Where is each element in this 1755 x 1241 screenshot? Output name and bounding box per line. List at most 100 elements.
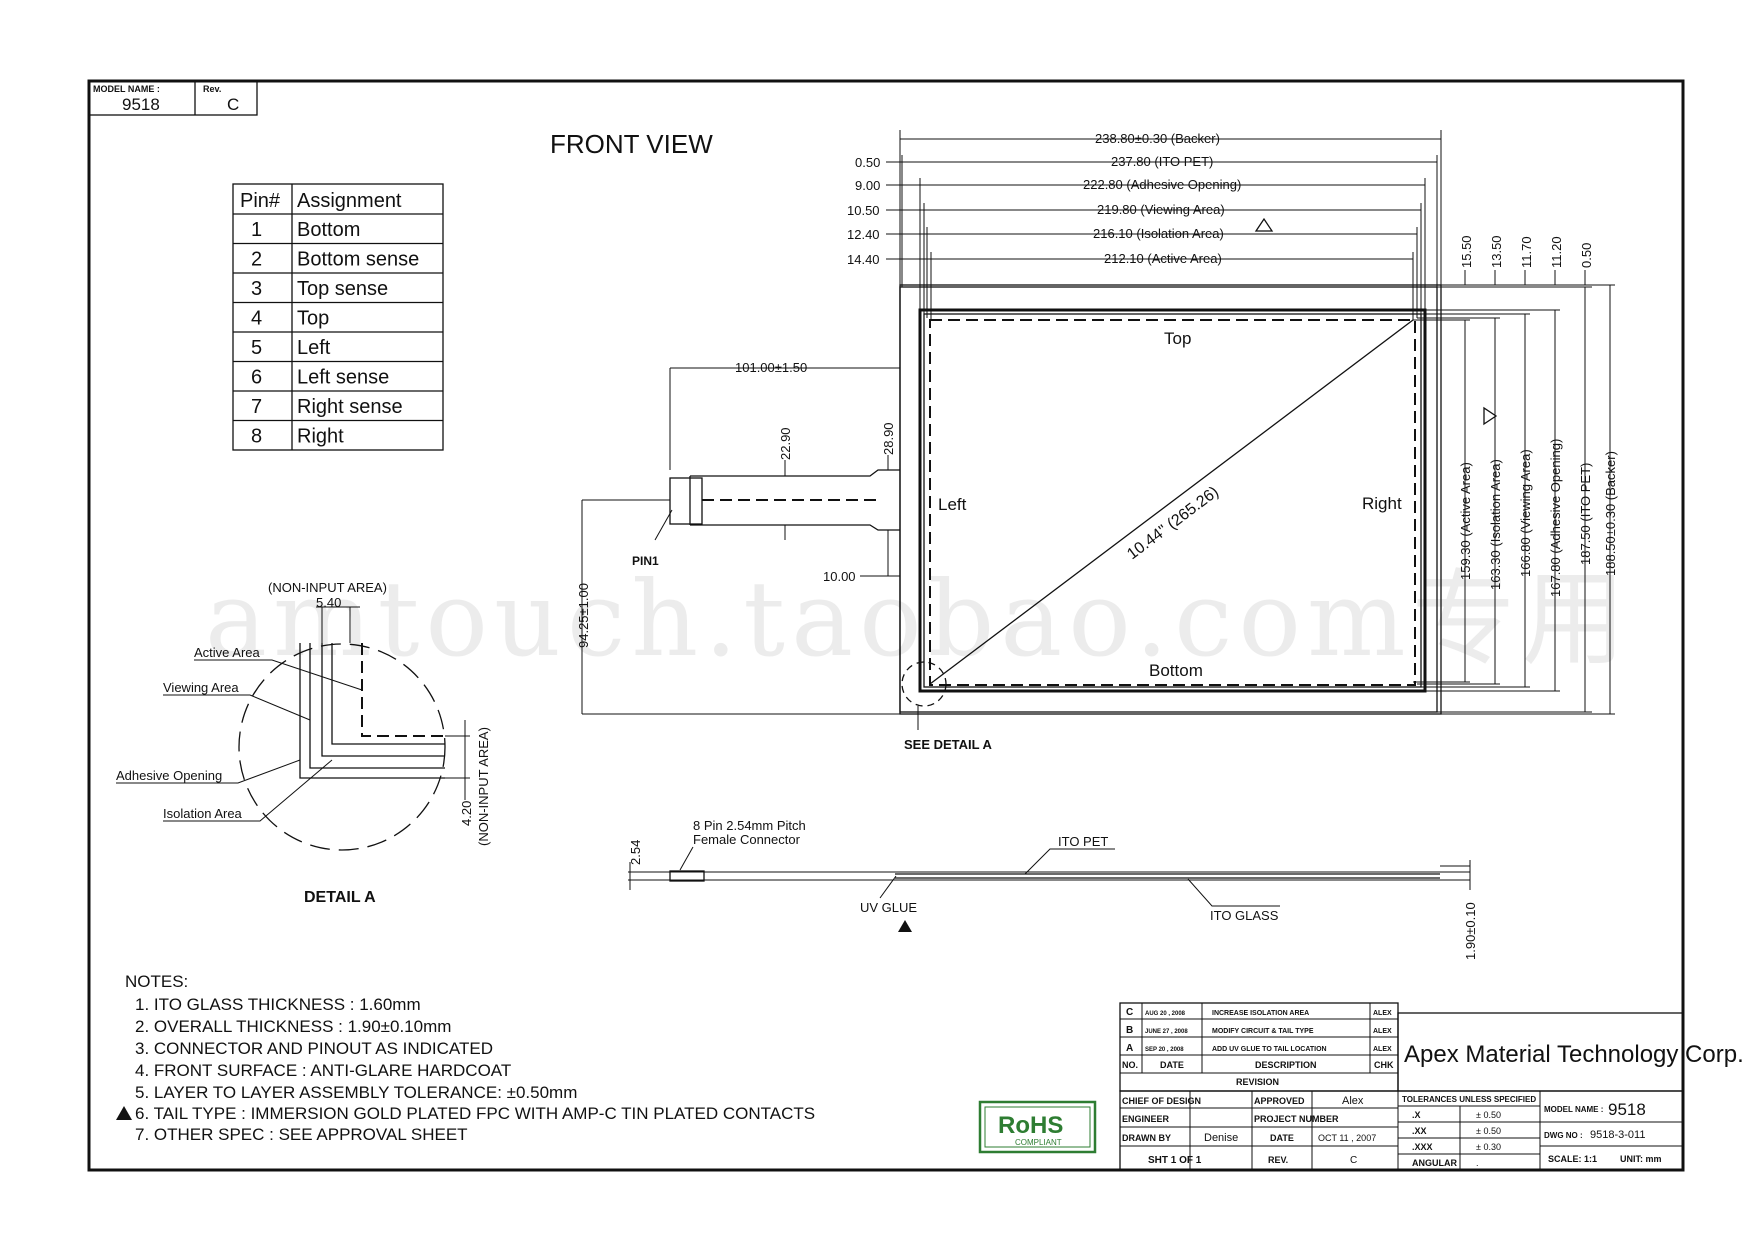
offset-3: 12.40 [847, 227, 880, 242]
tol-key: .X [1412, 1110, 1421, 1120]
dwg-label: DWG NO : [1544, 1131, 1583, 1140]
side-uvglue-label: UV GLUE [860, 900, 917, 915]
pin-number: 8 [251, 426, 262, 448]
rev-a-triangle [898, 920, 912, 932]
rev-title: REVISION [1236, 1077, 1279, 1087]
pin-number: 6 [251, 367, 262, 389]
detail-circle [901, 661, 947, 707]
rev-row-no: A [1126, 1043, 1133, 1054]
dim-adhesive-width: 222.80 (Adhesive Opening) [1083, 177, 1241, 192]
offset-2: 10.50 [847, 203, 880, 218]
fpc-tail: 101.00±1.50 22.90 28.90 10.00 PIN1 94.25… [576, 360, 900, 715]
detail-a: (NON-INPUT AREA) 5.40 4.20 (NON-INPUT AR… [116, 580, 491, 906]
pin-number: 2 [251, 249, 262, 271]
pin-number: 7 [251, 396, 262, 418]
tol-value: ± 0.50 [1476, 1110, 1501, 1120]
diagonal-line [929, 319, 1414, 685]
detail-dim-top: 5.40 [316, 595, 341, 610]
r-offset-2: 11.70 [1519, 236, 1534, 268]
panel-bottom-label: Bottom [1149, 661, 1203, 680]
title-block: Apex Material Technology Corp. CHIEF OF … [1119, 1012, 1744, 1171]
right-dimensions: 159.30 (Active Area) 163.30 (Isolation A… [1413, 235, 1618, 715]
note-2: 2. OVERALL THICKNESS : 1.90±0.10mm [135, 1017, 451, 1036]
offset-0: 0.50 [855, 155, 880, 170]
detail-label-active: Active Area [194, 645, 261, 660]
rev-c-triangle-top [1254, 217, 1274, 232]
detail-non-input-side: (NON-INPUT AREA) [476, 727, 491, 846]
note-6: 6. TAIL TYPE : IMMERSION GOLD PLATED FPC… [135, 1104, 815, 1123]
r-offset-4: 0.50 [1579, 243, 1594, 268]
rohs-sub: COMPLIANT [1015, 1138, 1062, 1147]
pin-number: 1 [251, 219, 262, 241]
note-3: 3. CONNECTOR AND PINOUT AS INDICATED [135, 1039, 493, 1058]
scale-label: SCALE: 1:1 [1548, 1154, 1597, 1164]
model-value: 9518 [122, 95, 160, 114]
rev-row-chk: ALEX [1373, 1010, 1392, 1017]
pin-assignment: Top [297, 308, 329, 330]
dim-itopet-width: 237.80 (ITO PET) [1111, 154, 1213, 169]
company-name: Apex Material Technology Corp. [1404, 1041, 1744, 1068]
rev-row-chk: ALEX [1373, 1028, 1392, 1035]
rev-row-desc: MODIFY CIRCUIT & TAIL TYPE [1212, 1028, 1314, 1035]
panel-top-label: Top [1164, 329, 1191, 348]
dim-isolation-height: 163.30 (Isolation Area) [1488, 459, 1503, 590]
tail-width-1: 22.90 [778, 427, 793, 460]
drawn-value: Denise [1204, 1132, 1238, 1144]
note-4: 4. FRONT SURFACE : ANTI-GLARE HARDCOAT [135, 1061, 511, 1080]
pin-assignment: Right [297, 426, 344, 448]
r-offset-3: 11.20 [1549, 236, 1564, 268]
pin1-label: PIN1 [632, 554, 659, 568]
tail-width-2: 28.90 [881, 422, 896, 455]
tol-key: .XX [1412, 1126, 1427, 1136]
panel-front-view: 10.44" (265.26) Top Bottom Left Right SE… [899, 284, 1442, 752]
dim-viewing-height: 166.80 (Viewing Area) [1518, 449, 1533, 577]
pin-assignment: Bottom [297, 219, 360, 241]
rev-c-triangle-right [1483, 406, 1498, 426]
dim-isolation-width: 216.10 (Isolation Area) [1093, 226, 1224, 241]
panel-left-label: Left [938, 495, 967, 514]
dim-active-height: 159.30 (Active Area) [1458, 462, 1473, 580]
rev-row-no: B [1126, 1025, 1133, 1036]
approved-value: Alex [1342, 1095, 1364, 1107]
see-detail-label: SEE DETAIL A [904, 737, 992, 752]
detail-non-input-top: (NON-INPUT AREA) [268, 580, 387, 595]
side-connector-line1: 8 Pin 2.54mm Pitch [693, 818, 806, 833]
side-connector-line2: Female Connector [693, 832, 801, 847]
pin-number: 4 [251, 308, 262, 330]
date-label: DATE [1270, 1133, 1294, 1143]
rohs-logo: RoHS COMPLIANT [978, 1100, 1097, 1154]
rev-label: Rev. [203, 84, 221, 94]
pin-assignment: Left [297, 337, 331, 359]
detail-dim-side: 4.20 [459, 801, 474, 826]
side-view: 2.54 1.90±0.10 8 Pin 2.54mm Pitch Female… [628, 818, 1478, 960]
sheet-label: SHT 1 OF 1 [1148, 1155, 1202, 1166]
pin-header: Pin# [240, 190, 281, 212]
rev-header-date: DATE [1160, 1060, 1184, 1070]
tol-title: TOLERANCES UNLESS SPECIFIED [1402, 1095, 1536, 1104]
rev-row-date: JUNE 27 , 2008 [1145, 1029, 1188, 1035]
rev-row-chk: ALEX [1373, 1046, 1392, 1053]
rev-row-no: C [1126, 1007, 1133, 1018]
note-5: 5. LAYER TO LAYER ASSEMBLY TOLERANCE: ±0… [135, 1083, 577, 1102]
panel-right-label: Right [1362, 494, 1402, 513]
tol-value: ± 0.50 [1476, 1126, 1501, 1136]
front-view-title: FRONT VIEW [550, 129, 713, 159]
rev-row-desc: INCREASE ISOLATION AREA [1212, 1010, 1309, 1017]
detail-title: DETAIL A [304, 889, 376, 906]
rev-value: C [227, 95, 239, 114]
detail-label-adhesive: Adhesive Opening [116, 768, 222, 783]
tol-value: ± 0.30 [1476, 1142, 1501, 1152]
project-label: PROJECT NUMBER [1254, 1114, 1339, 1124]
offset-4: 14.40 [847, 252, 880, 267]
pin-number: 5 [251, 337, 262, 359]
rev-header-no: NO. [1122, 1060, 1138, 1070]
dim-itopet-height: 187.50 (ITO PET) [1578, 463, 1593, 565]
tail-length-label: 101.00±1.50 [735, 360, 807, 375]
rev-header-chk: CHK [1374, 1060, 1394, 1070]
notes-title: NOTES: [125, 972, 188, 991]
dim-active-width: 212.10 (Active Area) [1104, 251, 1222, 266]
dim-backer-height: 188.50±0.30 (Backer) [1603, 451, 1618, 576]
